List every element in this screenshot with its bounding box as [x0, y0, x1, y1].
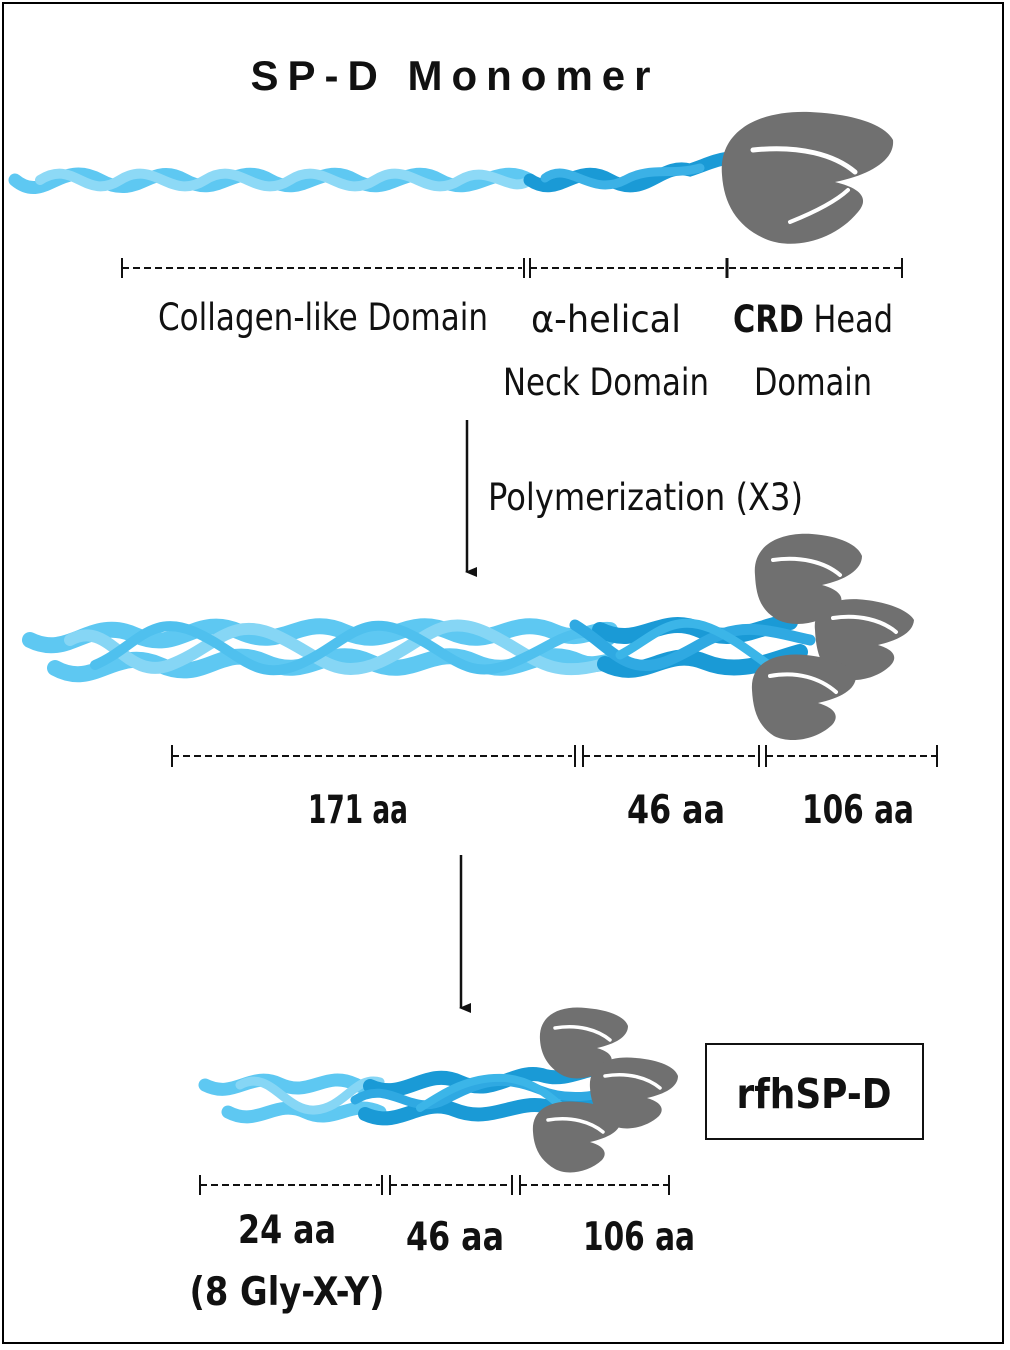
fragment-structure [198, 1007, 678, 1173]
rfhsp-d-label-box [705, 1043, 924, 1140]
trimer-neck-aa: 46 aa [627, 788, 725, 833]
trimer-crd-heads [751, 533, 914, 741]
crd-domain-label-line2: Domain [754, 361, 872, 404]
polymerization-label: Polymerization (X3) [488, 476, 803, 519]
monomer-crd-head [721, 111, 894, 244]
trimer-crd-head-middle [814, 599, 914, 681]
trimer-domain-scale [171, 745, 938, 767]
trimer-structure [22, 533, 914, 741]
trimer-collagen-helix [22, 618, 623, 683]
fragment-crd-head-top [539, 1007, 628, 1079]
monomer-neck-helix [523, 151, 735, 193]
trimer-crd-aa: 106 aa [802, 788, 914, 833]
fragment-crd-head-bottom [532, 1101, 621, 1173]
diagram-title: SP-D Monomer [250, 52, 659, 99]
neck-domain-label-line1: α-helical [531, 298, 681, 341]
monomer-collagen-helix [8, 167, 537, 194]
monomer-structure [8, 111, 894, 244]
crd-domain-label-line1: CRD Head [733, 298, 893, 341]
fragment-crd-aa: 106 aa [583, 1215, 695, 1260]
fragment-collagen-aa: 24 aa [238, 1208, 336, 1253]
fragment-crd-heads [532, 1007, 678, 1173]
rfhsp-d-label: rfhSP-D [737, 1070, 892, 1118]
monomer-domain-scale [121, 258, 903, 278]
neck-domain-label-line2: Neck Domain [503, 361, 709, 404]
trimer-crd-head-bottom [751, 654, 856, 741]
trimer-crd-head-top [754, 533, 862, 624]
trimer-collagen-aa: 171 aa [308, 788, 408, 833]
collagen-domain-label: Collagen-like Domain [158, 296, 488, 339]
crd-head-word: Head [804, 298, 893, 341]
crd-abbrev: CRD [733, 298, 804, 341]
fragment-neck-aa: 46 aa [406, 1215, 504, 1260]
fragment-domain-scale [199, 1175, 670, 1195]
fragment-collagen-note: (8 Gly-X-Y) [190, 1270, 385, 1315]
